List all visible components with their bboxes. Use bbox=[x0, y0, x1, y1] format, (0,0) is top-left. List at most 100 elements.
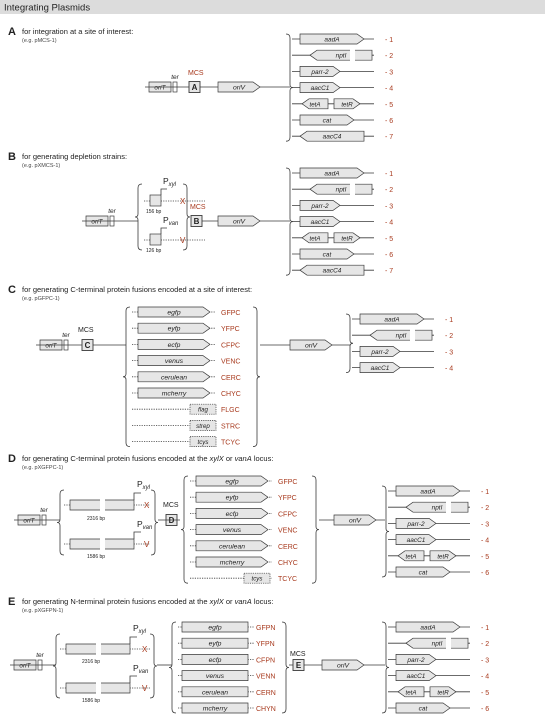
section-example: (e.g. pXGFPN-1) bbox=[22, 608, 63, 614]
fusion-code: GFPN bbox=[256, 625, 275, 632]
marker-number: - 6 bbox=[385, 118, 393, 125]
section-example: (e.g. pGFPC-1) bbox=[22, 296, 60, 302]
marker-number: - 3 bbox=[445, 349, 453, 356]
fusion-gene bbox=[137, 339, 211, 350]
promoter-size: 2316 bp bbox=[87, 516, 105, 522]
gene-label: aacC1 bbox=[371, 365, 390, 372]
gene-label: oriV bbox=[233, 219, 247, 226]
tag-box bbox=[243, 572, 271, 584]
marker-gene bbox=[405, 501, 469, 513]
promoter-arrow bbox=[160, 227, 167, 234]
marker-brace bbox=[381, 621, 390, 714]
marker-gene bbox=[299, 33, 365, 45]
fusion-gene bbox=[195, 508, 269, 519]
marker-gene bbox=[301, 232, 329, 244]
fusion-gene bbox=[137, 387, 211, 399]
gene-label: oriT bbox=[91, 219, 103, 226]
gene-label: aacC1 bbox=[407, 537, 426, 544]
marker-gene bbox=[333, 98, 361, 110]
fusion-code: GFPC bbox=[278, 479, 297, 486]
fusion-brace bbox=[168, 621, 177, 714]
promoter-brace bbox=[56, 489, 65, 556]
gene-label: cat bbox=[419, 706, 429, 713]
marker-gene bbox=[333, 232, 361, 244]
marker-number: - 6 bbox=[385, 252, 393, 259]
mcs-label: MCS bbox=[290, 651, 306, 658]
gene-label: oriV bbox=[305, 343, 319, 350]
gene-label: aadA bbox=[420, 489, 435, 496]
oriv-gene bbox=[289, 339, 333, 351]
gene-label: mcherry bbox=[220, 560, 245, 567]
fusion-code: VENC bbox=[221, 359, 240, 366]
tag-box bbox=[189, 436, 217, 447]
marker-number: - 2 bbox=[481, 505, 489, 512]
gene-label: oriT bbox=[154, 85, 166, 92]
fusion-code: CERN bbox=[256, 690, 276, 697]
promoter-brace bbox=[134, 183, 143, 251]
gene-label: egfp bbox=[167, 310, 180, 317]
tag-box bbox=[189, 420, 217, 431]
fusion-gene bbox=[195, 491, 269, 503]
marker-brace bbox=[381, 485, 390, 578]
promoter-label: Pvan bbox=[133, 663, 149, 675]
mcs-box-letter: A bbox=[192, 83, 198, 92]
gene-label: cerulean bbox=[161, 374, 187, 381]
gene-label: tetA bbox=[309, 235, 320, 242]
fusion-gene bbox=[181, 702, 249, 714]
marker-number: - 4 bbox=[385, 86, 393, 93]
marker-number: - 3 bbox=[481, 657, 489, 664]
mcs-box-letter: E bbox=[296, 661, 302, 670]
fusion-gene bbox=[195, 540, 269, 552]
section-letter: E bbox=[8, 596, 15, 608]
marker-brace bbox=[345, 313, 354, 373]
gene-break bbox=[96, 643, 101, 655]
oriv-gene bbox=[217, 215, 261, 227]
promoter-end: V bbox=[142, 684, 148, 693]
gene-label: aacC1 bbox=[407, 673, 426, 680]
fusion-brace bbox=[180, 475, 189, 584]
fusion-code: CHYC bbox=[221, 391, 241, 398]
gene-label: cat bbox=[323, 252, 333, 259]
ter-label: ter bbox=[62, 332, 70, 339]
marker-gene bbox=[395, 518, 437, 529]
marker-gene bbox=[299, 167, 365, 179]
fusion-brace-right bbox=[311, 475, 320, 584]
gene-label: tetA bbox=[405, 553, 416, 560]
gene-label: parr-2 bbox=[406, 657, 425, 664]
promoter-arrow bbox=[129, 675, 137, 683]
gene-label: aacC4 bbox=[323, 268, 342, 275]
ter-label: ter bbox=[36, 652, 44, 659]
fusion-gene bbox=[195, 556, 269, 568]
gene-label: tetA bbox=[309, 101, 320, 108]
marker-number: - 5 bbox=[481, 554, 489, 561]
marker-gene bbox=[429, 550, 457, 562]
section-letter: C bbox=[8, 284, 16, 296]
marker-number: - 1 bbox=[445, 317, 453, 324]
ter-label: ter bbox=[171, 74, 179, 81]
fusion-gene bbox=[181, 621, 249, 633]
marker-gene bbox=[299, 216, 341, 227]
page-title: Integrating Plasmids bbox=[4, 3, 90, 14]
fusion-brace-right bbox=[252, 306, 261, 447]
gene-label: parr-2 bbox=[406, 521, 425, 528]
gene-label: cat bbox=[323, 118, 333, 125]
gene-label: tetR bbox=[437, 553, 449, 560]
gene-break bbox=[350, 183, 355, 196]
gene-label: oriT bbox=[45, 343, 57, 350]
marker-gene bbox=[299, 82, 341, 93]
gene-label: oriV bbox=[337, 663, 351, 670]
marker-number: - 4 bbox=[385, 220, 393, 227]
marker-number: - 4 bbox=[481, 538, 489, 545]
gene-break bbox=[446, 637, 451, 650]
marker-number: - 4 bbox=[481, 674, 489, 681]
promoter-arrow bbox=[160, 188, 167, 195]
marker-number: - 1 bbox=[385, 171, 393, 178]
fusion-code: YFPN bbox=[256, 641, 275, 648]
marker-number: - 7 bbox=[385, 134, 393, 141]
fusion-gene bbox=[195, 524, 269, 535]
fusion-code: CFPC bbox=[221, 342, 240, 349]
gene-break bbox=[410, 329, 415, 342]
fusion-gene bbox=[181, 654, 249, 665]
mcs-label: MCS bbox=[163, 502, 179, 509]
mcs-box-letter: C bbox=[85, 341, 91, 350]
